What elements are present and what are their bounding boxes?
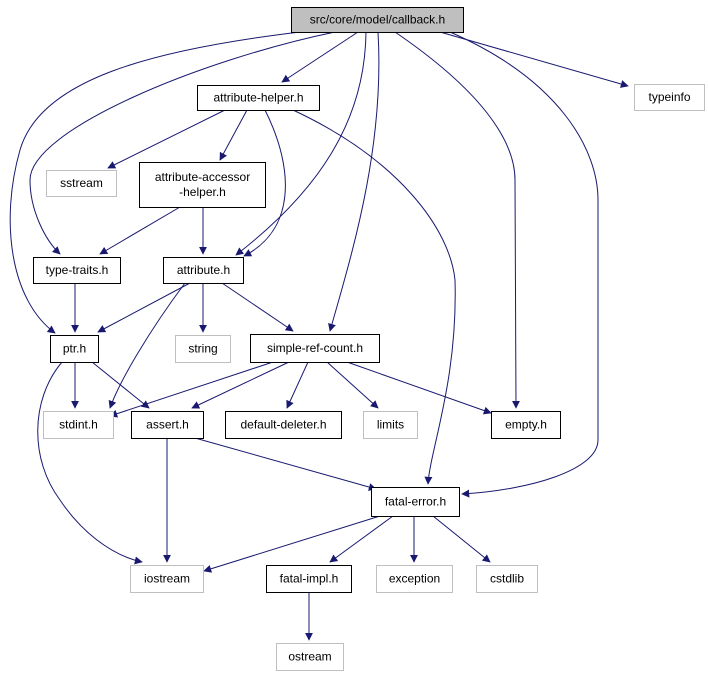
edge-simple-ref-count-to-default-deleter <box>286 361 309 409</box>
edge-attribute-helper-to-sstream <box>107 109 226 169</box>
node-box <box>163 257 244 284</box>
edge-attribute-to-ptr <box>97 282 191 333</box>
edge-fatal-error-to-fatal-impl <box>329 515 394 563</box>
node-label: -helper.h <box>179 185 226 199</box>
node-label: fatal-error.h <box>385 495 446 509</box>
node-label: ostream <box>288 650 331 664</box>
node-box <box>225 411 342 439</box>
edge-callback-to-attribute-helper <box>281 31 359 83</box>
edge-fatal-error-to-iostream <box>203 515 381 573</box>
node-string: string <box>175 335 231 363</box>
nodes-layer: src/core/model/callback.h typeinfo attribu… <box>33 7 705 671</box>
node-label: cstdlib <box>490 572 524 586</box>
node-stdint: stdint.h <box>43 411 114 439</box>
edge-simple-ref-count-to-stdint <box>109 361 274 418</box>
node-box <box>175 335 231 363</box>
edge-attribute-accessor-helper-to-type-traits <box>99 206 181 255</box>
node-box <box>139 162 266 208</box>
node-box <box>130 565 204 593</box>
node-box <box>50 335 99 363</box>
node-label: fatal-impl.h <box>280 572 339 586</box>
node-exception: exception <box>376 565 453 593</box>
node-label: string <box>188 342 217 356</box>
node-callback[interactable]: src/core/model/callback.h <box>291 7 464 33</box>
node-label: src/core/model/callback.h <box>310 13 445 27</box>
node-type-traits[interactable]: type-traits.h <box>33 257 121 284</box>
node-label: default-deleter.h <box>240 418 326 432</box>
node-attribute[interactable]: attribute.h <box>163 257 244 284</box>
edges-layer <box>9 31 629 641</box>
edge-attribute-to-stdint <box>108 282 186 409</box>
node-box <box>131 411 204 439</box>
edge-attribute-to-simple-ref-count <box>221 282 294 332</box>
node-default-deleter[interactable]: default-deleter.h <box>225 411 342 439</box>
node-box <box>371 487 460 517</box>
edge-callback-to-ptr <box>9 31 301 334</box>
node-box <box>363 411 418 439</box>
node-box <box>266 565 352 593</box>
edge-simple-ref-count-to-limits <box>326 361 379 409</box>
edge-callback-to-simple-ref-count <box>328 31 380 332</box>
node-box <box>250 334 380 363</box>
edge-ptr-to-iostream <box>37 361 143 565</box>
edge-ptr-to-assert <box>91 361 150 409</box>
node-ptr[interactable]: ptr.h <box>50 335 99 363</box>
node-box <box>46 170 117 197</box>
node-label: type-traits.h <box>46 263 109 277</box>
node-label: attribute.h <box>177 263 230 277</box>
node-label: attribute-accessor <box>155 170 250 184</box>
node-limits: limits <box>363 411 418 439</box>
edge-simple-ref-count-to-empty <box>346 361 492 415</box>
node-box <box>43 411 114 439</box>
edge-fatal-error-to-cstdlib <box>432 515 491 563</box>
edge-callback-to-empty <box>394 31 520 409</box>
edge-callback-to-typeinfo <box>439 31 629 88</box>
node-box <box>476 565 538 593</box>
node-label: typeinfo <box>648 90 690 104</box>
node-label: assert.h <box>146 418 189 432</box>
node-fatal-error[interactable]: fatal-error.h <box>371 487 460 517</box>
edge-attribute-helper-to-fatal-error <box>292 109 456 485</box>
node-box <box>276 643 344 671</box>
node-label: attribute-helper.h <box>213 91 303 105</box>
node-empty[interactable]: empty.h <box>491 411 561 439</box>
node-label: limits <box>377 418 404 432</box>
node-typeinfo: typeinfo <box>634 84 705 111</box>
node-ostream: ostream <box>276 643 344 671</box>
node-cstdlib: cstdlib <box>476 565 538 593</box>
edge-callback-to-fatal-error <box>449 31 599 498</box>
node-attribute-accessor-helper[interactable]: attribute-accessor-helper.h <box>139 162 266 208</box>
node-sstream: sstream <box>46 170 117 197</box>
edge-callback-to-attribute <box>235 31 367 256</box>
edge-attribute-helper-to-attribute <box>243 109 286 257</box>
node-simple-ref-count[interactable]: simple-ref-count.h <box>250 334 380 363</box>
node-iostream: iostream <box>130 565 204 593</box>
edge-assert-to-fatal-error <box>194 437 377 491</box>
node-label: stdint.h <box>59 418 98 432</box>
edge-simple-ref-count-to-assert <box>191 361 290 409</box>
edge-attribute-helper-to-attribute-accessor-helper <box>219 109 248 161</box>
node-attribute-helper[interactable]: attribute-helper.h <box>197 85 320 111</box>
node-label: empty.h <box>505 418 547 432</box>
node-label: exception <box>389 572 440 586</box>
node-box <box>197 85 320 111</box>
node-box <box>634 84 705 111</box>
node-label: sstream <box>60 176 103 190</box>
edge-callback-to-type-traits <box>29 31 336 255</box>
node-label: ptr.h <box>63 342 86 356</box>
node-box <box>376 565 453 593</box>
node-fatal-impl[interactable]: fatal-impl.h <box>266 565 352 593</box>
node-box <box>33 257 121 284</box>
node-label: simple-ref-count.h <box>267 341 363 355</box>
node-box <box>291 7 464 33</box>
node-box <box>491 411 561 439</box>
node-assert[interactable]: assert.h <box>131 411 204 439</box>
node-label: iostream <box>144 572 190 586</box>
